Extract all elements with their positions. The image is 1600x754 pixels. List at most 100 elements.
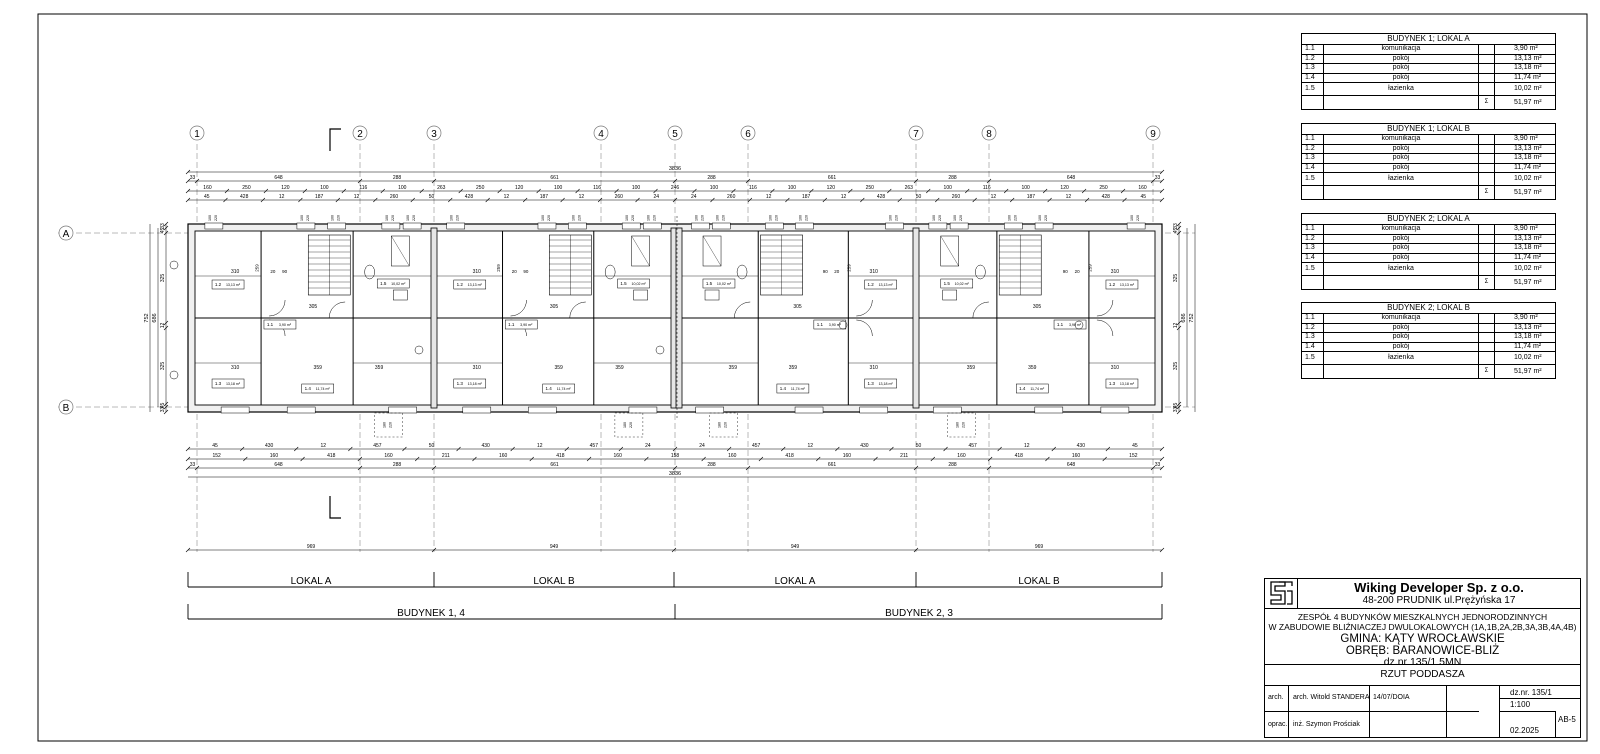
dim-tick bbox=[298, 197, 303, 203]
section-cut-marker bbox=[329, 496, 341, 519]
window-dim: 220 bbox=[306, 215, 310, 221]
interior-dim: 20 bbox=[834, 269, 840, 274]
sum-blank bbox=[1324, 365, 1479, 378]
room-table-title: BUDYNEK 1; LOKAL B bbox=[1302, 124, 1555, 135]
room-tag bbox=[864, 378, 897, 389]
axis-number: 6 bbox=[745, 129, 751, 140]
dim-tick bbox=[185, 456, 191, 462]
room-name: łazienka bbox=[1324, 352, 1479, 364]
sheet-number: AB-5 bbox=[1558, 715, 1576, 724]
dim-value: 187 bbox=[802, 194, 811, 200]
door-swing bbox=[733, 301, 751, 319]
room-area-tag: 11,74 m² bbox=[316, 387, 331, 391]
window-dim: 100 bbox=[385, 215, 389, 221]
dim-tick bbox=[809, 188, 814, 194]
door-swing bbox=[510, 299, 527, 317]
room-table-title: BUDYNEK 1; LOKAL A bbox=[1302, 34, 1555, 45]
room-number: 1.5 bbox=[1302, 173, 1324, 185]
room-table-title: BUDYNEK 2; LOKAL B bbox=[1302, 303, 1555, 314]
room-name: pokój bbox=[1324, 64, 1479, 73]
dim-value: 418 bbox=[1015, 453, 1024, 459]
room-area: 10,02 m² bbox=[1514, 85, 1542, 92]
room-area: 3,90 m² bbox=[1514, 314, 1538, 321]
room-name: pokój bbox=[1324, 253, 1479, 262]
window-dim: 220 bbox=[774, 215, 778, 221]
window-dim: 100 bbox=[450, 215, 454, 221]
dim-value: 430 bbox=[1077, 443, 1086, 449]
axis-marker bbox=[593, 125, 609, 141]
axis-number: 4 bbox=[598, 129, 604, 140]
window-dim: 100 bbox=[571, 215, 575, 221]
balcony-window bbox=[947, 412, 976, 438]
interior-dim: 20 bbox=[1075, 269, 1081, 274]
room-tag bbox=[1105, 279, 1139, 290]
dim-tick bbox=[402, 446, 407, 452]
dim-tick bbox=[986, 178, 992, 184]
room-area: 11,74 m² bbox=[1514, 342, 1542, 350]
interior-dim: 90 bbox=[823, 269, 829, 274]
window-dim: 220 bbox=[337, 215, 341, 221]
room-label: 1.5 bbox=[620, 281, 627, 286]
roof-window bbox=[933, 406, 962, 414]
staircase bbox=[549, 234, 592, 296]
dim-value: 430 bbox=[481, 443, 490, 449]
door-swing bbox=[1096, 299, 1114, 317]
window-dim: 220 bbox=[1013, 215, 1017, 221]
axis-marker bbox=[981, 125, 997, 141]
washbasin bbox=[633, 289, 648, 301]
dim-value: 430 bbox=[860, 443, 869, 449]
dim-value: 50 bbox=[916, 443, 922, 449]
dim-tick bbox=[873, 456, 878, 462]
window-dim: 220 bbox=[721, 215, 725, 221]
dim-tick bbox=[770, 188, 775, 194]
dim-tick bbox=[644, 456, 649, 462]
dim-tick bbox=[575, 188, 580, 194]
room-label: 1.4 bbox=[305, 386, 312, 391]
room-label: 1.2 bbox=[1109, 282, 1116, 287]
total-dimension: 3836 bbox=[669, 166, 681, 172]
room-number: 1.4 bbox=[1302, 342, 1324, 351]
dim-value: 250 bbox=[476, 185, 485, 191]
window-dim: 100 bbox=[768, 215, 772, 221]
axis-number: 3 bbox=[431, 129, 437, 140]
room-area-tag: 11,74 m² bbox=[1030, 387, 1045, 391]
axis-number: 7 bbox=[913, 129, 919, 140]
window-dim: 180 bbox=[718, 422, 722, 428]
dim-tick bbox=[357, 456, 363, 462]
dim-value: 263 bbox=[905, 185, 914, 191]
room-number: 1.4 bbox=[1302, 73, 1324, 82]
window-dim: 100 bbox=[646, 215, 650, 221]
roof-window bbox=[928, 222, 948, 230]
dim-value: 45 bbox=[160, 403, 166, 409]
plot-number: dz.nr 135/1 5MN bbox=[1383, 656, 1462, 668]
staircase bbox=[998, 234, 1042, 296]
roof-window bbox=[1126, 222, 1146, 230]
dim-tick bbox=[964, 188, 970, 194]
room-name: komunikacja bbox=[1324, 225, 1479, 234]
room-area: 13,13 m² bbox=[1514, 54, 1542, 62]
room-label: 1.5 bbox=[380, 281, 387, 286]
dim-tick bbox=[302, 188, 308, 194]
interior-dim: 359 bbox=[729, 365, 738, 371]
dim-value: 12 bbox=[1024, 443, 1030, 449]
dim-tick bbox=[1003, 188, 1009, 194]
room-area-tag: 13,18 m² bbox=[879, 382, 894, 386]
interior-dim: 305 bbox=[793, 304, 802, 310]
dim-tick bbox=[185, 169, 191, 175]
dim-tick bbox=[586, 456, 592, 462]
dim-value: 457 bbox=[968, 443, 977, 449]
dim-tick bbox=[745, 178, 751, 184]
lokal-label: LOKAL B bbox=[1018, 576, 1060, 587]
dim-tick bbox=[243, 456, 248, 462]
room-mark bbox=[1479, 64, 1495, 73]
sum-symbol: Σ bbox=[1479, 186, 1495, 199]
dim-tick bbox=[185, 178, 191, 184]
axis-marker bbox=[58, 399, 74, 415]
room-name: pokój bbox=[1324, 234, 1479, 243]
dim-tick bbox=[564, 446, 569, 452]
vent-marker bbox=[838, 320, 848, 330]
dim-tick bbox=[889, 446, 894, 452]
